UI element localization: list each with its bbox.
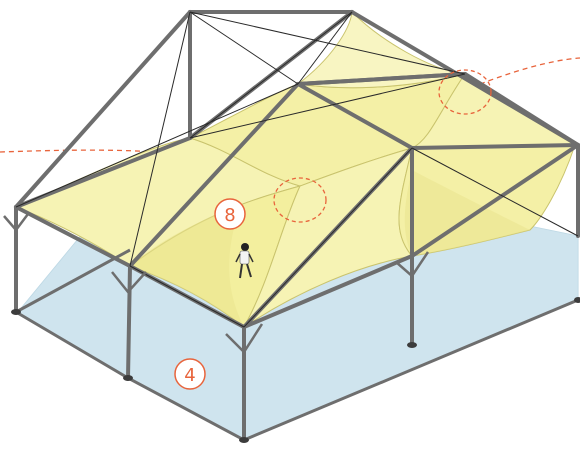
ground-level-badge: 4 bbox=[174, 358, 206, 390]
canopy-shade-right bbox=[404, 170, 530, 256]
canopy-shade-left bbox=[130, 205, 244, 327]
canopy-panel-back-right bbox=[296, 10, 466, 89]
upper-level-label: 8 bbox=[224, 205, 235, 226]
dashed-circle-icon bbox=[273, 177, 327, 223]
bracing-cables bbox=[15, 11, 579, 328]
person-figure-icon bbox=[235, 243, 254, 279]
frame-ground-beams bbox=[15, 248, 579, 442]
upper-level-badge: 8 bbox=[214, 198, 246, 230]
base-plates bbox=[11, 297, 580, 443]
frame-columns bbox=[14, 143, 580, 442]
dashed-circle-icon bbox=[438, 69, 492, 115]
knee-braces bbox=[3, 213, 430, 354]
ground-level-label: 4 bbox=[184, 365, 195, 386]
